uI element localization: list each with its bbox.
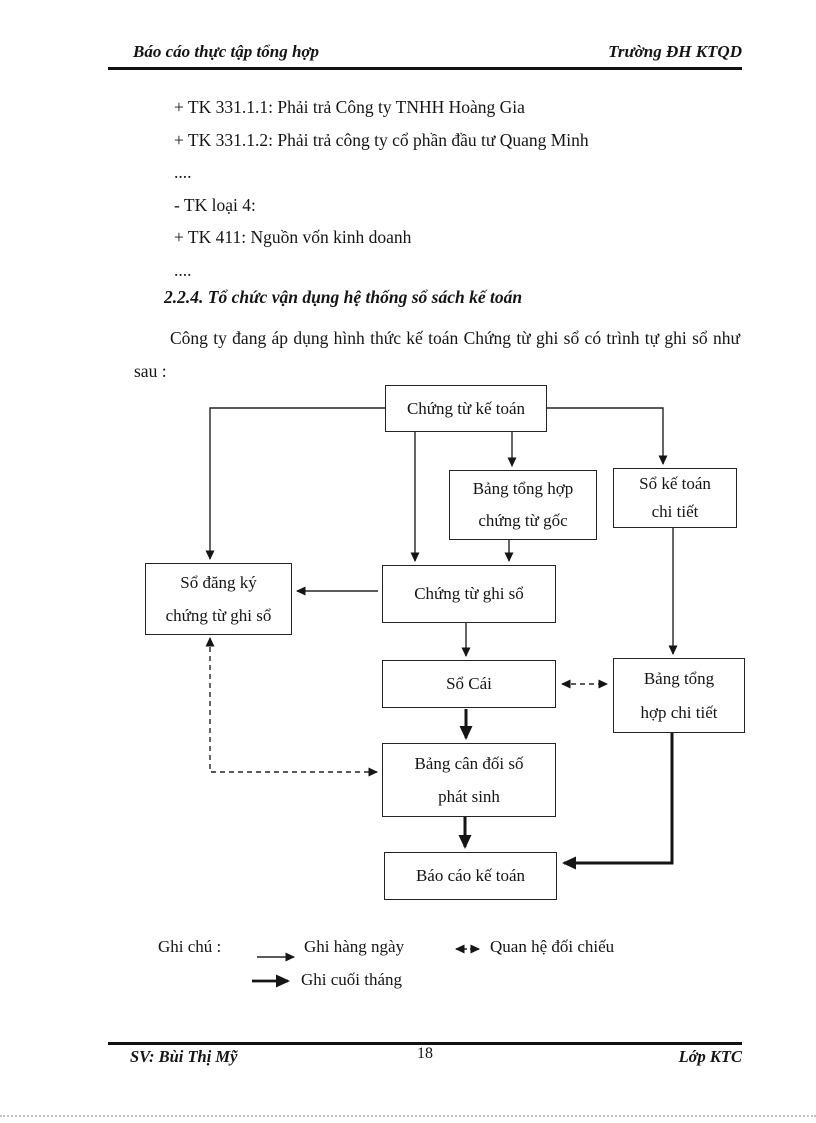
node-label-line: phát sinh <box>438 787 500 806</box>
node-chung-tu-ghi-so: Chứng từ ghi sổ <box>382 565 556 623</box>
account-line: + TK 331.1.1: Phải trả Công ty TNHH Hoàn… <box>174 97 525 117</box>
dashed-double-arrow-icon <box>455 944 480 954</box>
node-label-line: hợp chi tiết <box>640 702 718 722</box>
header-rule <box>108 67 742 70</box>
node-label: Chứng từ kế toán <box>406 398 526 418</box>
flowchart: Chứng từ kế toán Bảng tổng hợp chứng từ … <box>0 380 816 910</box>
account-line: .... <box>174 259 192 280</box>
account-line: .... <box>174 162 192 182</box>
node-label: Báo cáo kế toán <box>415 866 526 885</box>
node-label-line: Sổ đăng ký <box>180 573 257 592</box>
legend-label-check: Quan hệ đối chiếu <box>490 937 615 956</box>
node-so-dang-ky-chung-tu-ghi-so: Sổ đăng ký chứng từ ghi sổ <box>145 563 292 635</box>
edge-ctkt-to-sodangky <box>205 407 385 560</box>
legend-label-daily: Ghi hàng ngày <box>304 937 405 956</box>
edge-sodangky-check-bangcandoi <box>205 637 378 777</box>
account-line: - TK loại 4: <box>174 194 256 215</box>
footer-rule <box>108 1042 742 1045</box>
flowchart-edges <box>205 407 678 870</box>
header-university: Trường ĐH KTQD <box>608 42 742 61</box>
node-label-line: Bảng cân đối số <box>414 754 524 773</box>
node-label-line: Bảng tổng hợp <box>472 479 574 498</box>
account-line: + TK 411: Nguồn vốn kinh doanh <box>174 227 412 247</box>
node-label: Chứng từ ghi sổ <box>414 584 524 603</box>
legend-label-monthly: Ghi cuối tháng <box>301 970 403 989</box>
node-label-line: chứng từ gốc <box>478 511 568 530</box>
intro-paragraph: Công ty đang áp dụng hình thức kế toán C… <box>134 328 740 381</box>
node-label-line: Sổ kế toán <box>639 474 711 493</box>
node-label: Sổ Cái <box>446 674 492 693</box>
footer-page-number: 18 <box>417 1045 433 1062</box>
account-line: + TK 331.1.2: Phải trả công ty cổ phần đ… <box>174 129 589 150</box>
page-edge-dotted-line <box>0 1115 816 1117</box>
edge-ctkt-to-soketoanchitiet <box>547 407 668 465</box>
edge-bangtonghopct-to-baocao <box>562 733 674 870</box>
node-label-line: chi tiết <box>651 502 699 521</box>
account-list: + TK 331.1.1: Phải trả Công ty TNHH Hoàn… <box>174 97 589 292</box>
solid-bold-arrow-icon <box>252 974 290 988</box>
node-bang-tong-hop-chung-tu-goc: Bảng tổng hợp chứng từ gốc <box>449 470 597 540</box>
node-label-line: chứng từ ghi sổ <box>165 606 272 625</box>
node-chung-tu-ke-toan: Chứng từ kế toán <box>385 385 547 432</box>
node-so-cai: Sổ Cái <box>382 660 556 708</box>
section-heading: 2.2.4. Tổ chức vận dụng hệ thống sổ sách… <box>164 287 523 307</box>
node-bang-can-doi-so-phat-sinh: Bảng cân đối số phát sinh <box>382 743 556 817</box>
node-label-line: Bảng tổng <box>643 668 715 688</box>
node-so-ke-toan-chi-tiet: Sổ kế toán chi tiết <box>613 468 737 528</box>
footer-student-name: SV: Bùi Thị Mỹ <box>130 1047 238 1066</box>
node-bang-tong-hop-chi-tiet: Bảng tổng hợp chi tiết <box>613 658 745 733</box>
solid-thin-arrow-icon <box>257 952 295 962</box>
footer-class: Lớp KTC <box>678 1047 742 1066</box>
legend-title: Ghi chú : <box>158 937 222 956</box>
header-report-title: Báo cáo thực tập tổng hợp <box>133 42 320 61</box>
node-bao-cao-ke-toan: Báo cáo kế toán <box>384 852 557 900</box>
